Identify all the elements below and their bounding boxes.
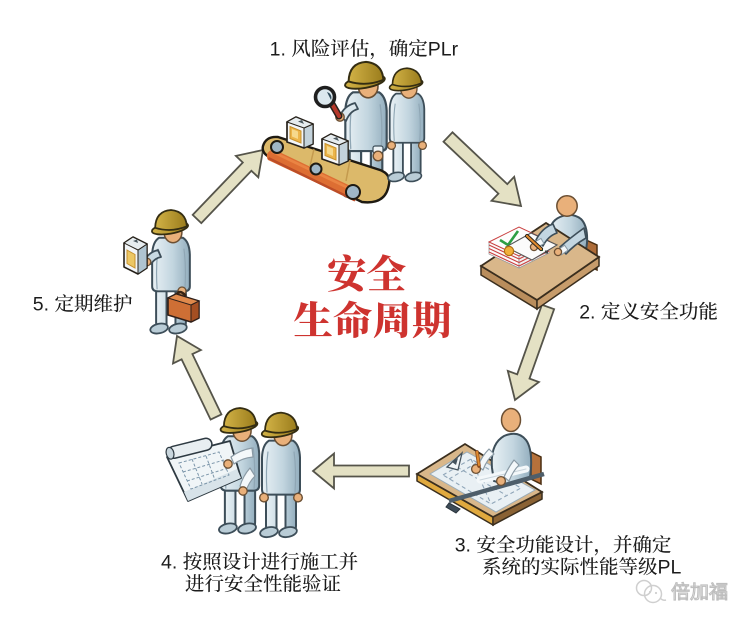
svg-text:PLr: PLr [428, 38, 459, 60]
svg-text:3.: 3. [455, 535, 471, 557]
svg-text:PL: PL [658, 557, 682, 579]
svg-text:2.: 2. [579, 301, 595, 323]
svg-text:5.: 5. [33, 294, 49, 316]
svg-text:4.: 4. [161, 552, 177, 574]
svg-text:1.: 1. [270, 38, 286, 60]
